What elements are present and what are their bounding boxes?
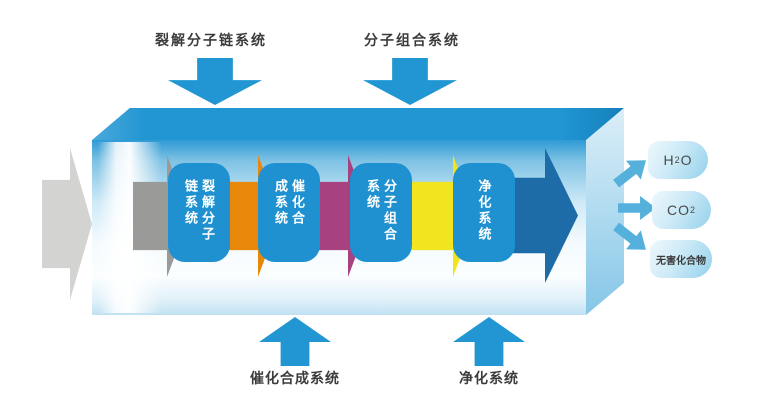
formula-main: 无害化合物 <box>656 255 706 267</box>
stage-text-column: 分子组合 <box>382 179 397 243</box>
stage-box-recombination: 分子组合 系统 <box>350 163 412 262</box>
stage-text-column: 成系统 <box>273 179 288 227</box>
stage-text-column: 链系统 <box>183 179 198 227</box>
stage-box-cracking: 裂解分子 链系统 <box>168 163 230 262</box>
stage-text-column: 裂解分子 <box>200 179 215 243</box>
formula-main: H <box>663 152 675 168</box>
inlet-arrow-icon <box>42 148 92 300</box>
stage-text-column: 催化合 <box>290 179 305 227</box>
formula-subscript: 2 <box>674 154 681 165</box>
bottom-label-purification: 净化系统 <box>459 370 519 386</box>
formula-subscript: 2 <box>689 204 696 215</box>
down-arrow-icon <box>363 58 457 105</box>
up-arrow-icon <box>453 317 525 366</box>
stage-box-purification: 净化系统 <box>453 163 515 262</box>
stage-text-column: 净化系统 <box>476 179 492 243</box>
up-arrow-icon <box>259 317 331 366</box>
reactor-top-face <box>92 108 624 140</box>
stage-text-column: 系统 <box>365 179 380 211</box>
bottom-label-catalytic-synthesis: 催化合成系统 <box>250 370 340 386</box>
reactor-right-face <box>586 108 624 315</box>
formula-tail: O <box>680 152 693 168</box>
down-arrow-icon <box>168 58 262 105</box>
top-label-recombination-system: 分子组合系统 <box>364 32 460 48</box>
stage-box-catalytic-synthesis: 催化合 成系统 <box>258 163 320 262</box>
formula-main: CO <box>666 202 690 218</box>
output-pill-harmless-compound: 无害化合物 <box>650 240 712 278</box>
top-label-cracking-system: 裂解分子链系统 <box>155 32 267 48</box>
